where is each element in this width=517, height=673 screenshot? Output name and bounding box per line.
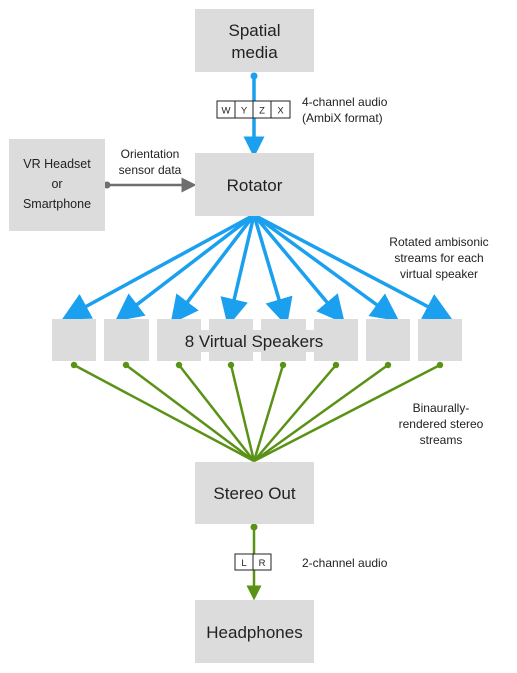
binaural-streams-lines	[70, 361, 444, 463]
virtual-speaker-2	[104, 319, 149, 361]
rotated-stream-arrow-7	[252, 213, 400, 322]
binaural-stream-line-4	[229, 364, 256, 462]
output-audio-origin-dot	[250, 523, 258, 531]
stereo-out-label: Stereo Out	[213, 484, 295, 503]
rotated-note-line2: streams for each	[394, 251, 483, 265]
virtual-speakers: 8 Virtual Speakers	[52, 319, 462, 361]
output-channels: L R	[234, 553, 272, 571]
binaural-note-line3: streams	[420, 433, 463, 447]
binaural-stream-line-3	[178, 364, 255, 462]
rotated-streams-arrows	[61, 213, 453, 327]
virtual-speaker-8	[418, 319, 462, 361]
vr-headset-label-line1: VR Headset	[23, 157, 91, 171]
orientation-note-line1: Orientation	[121, 147, 180, 161]
virtual-speaker-7	[366, 319, 410, 361]
spatial-media-node: Spatial media	[195, 9, 314, 72]
binaural-stream-dot-8	[436, 361, 444, 369]
rotated-stream-arrow-8	[253, 213, 453, 320]
input-channels: W Y Z X	[216, 100, 291, 119]
vr-headset-label-line2: or	[51, 177, 62, 191]
rotated-note-line3: virtual speaker	[400, 267, 478, 281]
binaural-stream-dot-2	[122, 361, 130, 369]
headphones-node: Headphones	[195, 600, 314, 663]
binaural-stream-dot-1	[70, 361, 78, 369]
orientation-origin-dot	[103, 181, 111, 189]
output-audio-note: 2-channel audio	[302, 556, 388, 570]
channel-y: Y	[241, 106, 248, 117]
binaural-stream-line-7	[253, 363, 389, 463]
rotator-label: Rotator	[227, 176, 283, 195]
channel-z: Z	[259, 106, 265, 117]
binaural-stream-dot-3	[175, 361, 183, 369]
spatial-media-label-line2: media	[231, 43, 278, 62]
binaural-stream-dot-6	[332, 361, 340, 369]
rotated-stream-arrow-3	[170, 213, 256, 325]
binaural-stream-line-5	[252, 364, 285, 462]
rotated-stream-arrow-5	[252, 214, 293, 327]
virtual-speakers-label: 8 Virtual Speakers	[185, 332, 324, 351]
binaural-stream-line-2	[125, 364, 255, 462]
binaural-note-line1: Binaurally-	[413, 401, 470, 415]
rotated-stream-arrow-2	[114, 213, 256, 322]
binaural-stream-line-8	[253, 363, 441, 463]
virtual-speakers-label-backdrop	[174, 330, 334, 352]
rotated-stream-arrow-6	[252, 213, 345, 324]
channel-l: L	[241, 558, 246, 569]
rotated-note-line1: Rotated ambisonic	[389, 235, 488, 249]
vr-headset-node: VR Headset or Smartphone	[9, 139, 105, 231]
binaural-stream-dot-7	[384, 361, 392, 369]
binaural-stream-line-6	[253, 364, 337, 462]
rotator-node: Rotator	[195, 153, 314, 216]
channel-w: W	[222, 106, 231, 117]
binaural-stream-line-1	[73, 363, 255, 463]
input-audio-note-line2: (AmbiX format)	[302, 111, 383, 125]
binaural-stream-dot-4	[227, 361, 235, 369]
channel-x: X	[277, 106, 284, 117]
channel-r: R	[259, 558, 266, 569]
binaural-note-line2: rendered stereo	[399, 417, 484, 431]
vr-headset-label-line3: Smartphone	[23, 197, 91, 211]
spatial-media-label-line1: Spatial	[229, 21, 281, 40]
orientation-note-line2: sensor data	[119, 163, 182, 177]
input-audio-note-line1: 4-channel audio	[302, 95, 388, 109]
rotated-stream-arrow-4	[220, 214, 256, 327]
headphones-label: Headphones	[206, 623, 302, 642]
rotated-stream-arrow-1	[61, 213, 255, 320]
virtual-speaker-1	[52, 319, 96, 361]
input-audio-origin-dot	[250, 72, 258, 80]
stereo-out-node: Stereo Out	[195, 462, 314, 524]
binaural-stream-dot-5	[279, 361, 287, 369]
